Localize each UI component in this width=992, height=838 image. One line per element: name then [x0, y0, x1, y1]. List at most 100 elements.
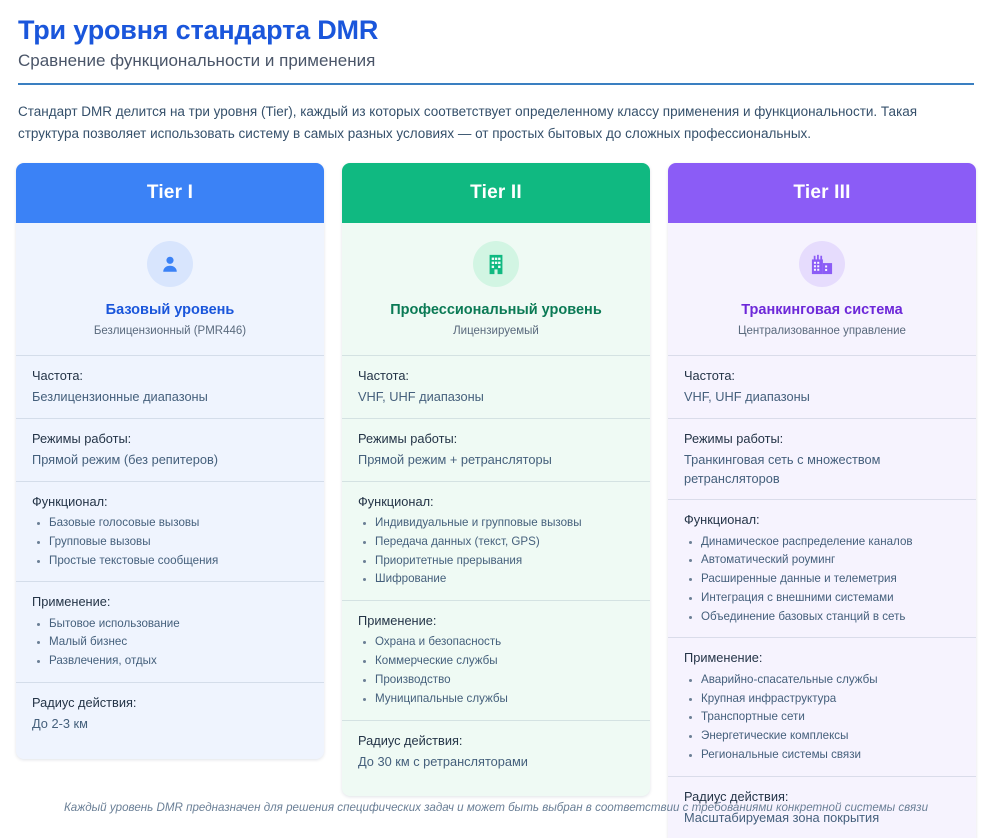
spec-list: Индивидуальные и групповые вызовыПередач…: [358, 514, 634, 589]
spec-list-item: Приоритетные прерывания: [375, 552, 634, 571]
spec-list: Базовые голосовые вызовыГрупповые вызовы…: [32, 514, 308, 570]
spec-section: Применение: Охрана и безопасностьКоммерче…: [342, 600, 650, 719]
spec-section: Частота: VHF, UHF диапазоны: [668, 355, 976, 418]
spec-list: Охрана и безопасностьКоммерческие службы…: [358, 633, 634, 708]
tier-card-title: Tier I: [146, 182, 194, 204]
spec-value: Транкинговая сеть с множеством ретрансля…: [684, 452, 881, 486]
spec-value: Безлицензионные диапазоны: [32, 389, 208, 405]
spec-list-item: Региональные системы связи: [701, 746, 960, 765]
spec-list-item: Групповые вызовы: [49, 533, 308, 552]
spec-list-item: Объединение базовых станций в сеть: [701, 608, 960, 627]
spec-list-item: Аварийно-спасательные службы: [701, 671, 960, 690]
tier-card-subtitle: Безлицензионный (PMR446): [93, 325, 247, 338]
spec-list-item: Простые текстовые сообщения: [49, 552, 308, 571]
spec-label: Режимы работы:: [32, 430, 132, 446]
person-icon: [147, 241, 193, 288]
building-icon: [473, 241, 519, 288]
spec-value: До 30 км с ретрансляторами: [358, 753, 528, 769]
spec-value: Прямой режим (без репитеров): [32, 452, 219, 468]
spec-section: Режимы работы: Транкинговая сеть с множес…: [668, 417, 976, 499]
footer-note: Каждый уровень DMR предназначен для реше…: [63, 801, 929, 814]
spec-label: Применение:: [32, 594, 111, 610]
spec-value: Прямой режим + ретрансляторы: [358, 452, 552, 468]
spec-label: Режимы работы:: [358, 430, 458, 446]
spec-value: VHF, UHF диапазоны: [684, 389, 810, 405]
tier-card-subtitle: Лицензируемый: [453, 325, 539, 338]
spec-list: Динамическое распределение каналовАвтома…: [684, 533, 960, 627]
spec-section: Функционал: Базовые голосовые вызовыГрупп…: [16, 480, 324, 582]
spec-label: Режимы работы:: [684, 430, 784, 446]
page-title: Три уровня стандарта DMR: [18, 15, 379, 45]
spec-label: Радиус действия:: [358, 732, 463, 748]
spec-list-item: Бытовое использование: [49, 615, 308, 634]
spec-label: Радиус действия:: [684, 788, 789, 804]
title-divider: [18, 83, 974, 86]
spec-label: Частота:: [684, 368, 735, 384]
tier-card-name: Транкинговая система: [741, 302, 903, 319]
spec-list-item: Развлечения, отдых: [49, 652, 308, 671]
spec-label: Функционал:: [32, 493, 108, 509]
tier-card-title: Tier II: [470, 182, 522, 204]
spec-list-item: Крупная инфраструктура: [701, 690, 960, 709]
spec-list-item: Охрана и безопасность: [375, 633, 634, 652]
intro-paragraph: Стандарт DMR делится на три уровня (Tier…: [18, 104, 918, 142]
spec-section: Применение: Бытовое использованиеМалый би…: [16, 581, 324, 682]
spec-label: Функционал:: [358, 493, 434, 509]
tier-card-header: Tier III: [668, 163, 976, 224]
spec-list-item: Малый бизнес: [49, 633, 308, 652]
spec-section: Функционал: Динамическое распределение ка…: [668, 499, 976, 637]
spec-value: VHF, UHF диапазоны: [358, 389, 484, 405]
spec-label: Функционал:: [684, 512, 760, 528]
spec-list-item: Передача данных (текст, GPS): [375, 533, 634, 552]
page-subtitle: Сравнение функциональности и применения: [18, 51, 376, 71]
spec-list-item: Производство: [375, 671, 634, 690]
tier-card-header: Tier I: [16, 163, 324, 224]
tier-card-subtitle: Централизованное управление: [738, 325, 906, 338]
spec-label: Применение:: [358, 613, 437, 629]
spec-section: Режимы работы: Прямой режим (без репитеро…: [16, 417, 324, 481]
spec-label: Применение:: [684, 650, 763, 666]
spec-list-item: Динамическое распределение каналов: [701, 533, 960, 552]
spec-label: Частота:: [32, 368, 83, 384]
spec-list-item: Шифрование: [375, 570, 634, 589]
spec-section: Применение: Аварийно-спасательные службыК…: [668, 637, 976, 775]
spec-section: Радиус действия:Масштабируемая зона покр…: [668, 775, 976, 838]
spec-section: Режимы работы: Прямой режим + ретранслято…: [342, 417, 650, 481]
spec-list-item: Индивидуальные и групповые вызовы: [375, 514, 634, 533]
tier-card-name: Базовый уровень: [105, 302, 235, 319]
page-header: Три уровня стандарта DMR Сравнение функц…: [16, 14, 976, 86]
tier-card-title: Tier III: [793, 182, 851, 204]
spec-list-item: Энергетические комплексы: [701, 727, 960, 746]
tier-card-name: Профессиональный уровень: [390, 302, 602, 319]
spec-list-item: Транспортные сети: [701, 708, 960, 727]
spec-value: До 2-3 км: [32, 716, 88, 732]
spec-list: Аварийно-спасательные службыКрупная инфр…: [684, 671, 960, 765]
tier-card-header: Tier II: [342, 163, 650, 224]
spec-section: Радиус действия: До 2-3 км: [16, 681, 324, 745]
spec-section: Частота: Безлицензионные диапазоны: [16, 355, 324, 418]
spec-list-item: Автоматический роуминг: [701, 551, 960, 570]
spec-list-item: Коммерческие службы: [375, 652, 634, 671]
spec-list: Бытовое использованиеМалый бизнесРазвлеч…: [32, 615, 308, 671]
spec-list-item: Базовые голосовые вызовы: [49, 514, 308, 533]
spec-list-item: Интеграция с внешними системами: [701, 589, 960, 608]
spec-list-item: Муниципальные службы: [375, 690, 634, 709]
spec-list-item: Расширенные данные и телеметрия: [701, 570, 960, 589]
spec-section: Радиус действия: До 30 км с ретранслятора…: [342, 719, 650, 783]
city-icon: [799, 241, 845, 288]
spec-section: Частота: VHF, UHF диапазоны: [342, 355, 650, 418]
spec-section: Функционал: Индивидуальные и групповые вы…: [342, 480, 650, 600]
spec-label: Радиус действия:: [32, 694, 137, 710]
spec-label: Частота:: [358, 368, 409, 384]
